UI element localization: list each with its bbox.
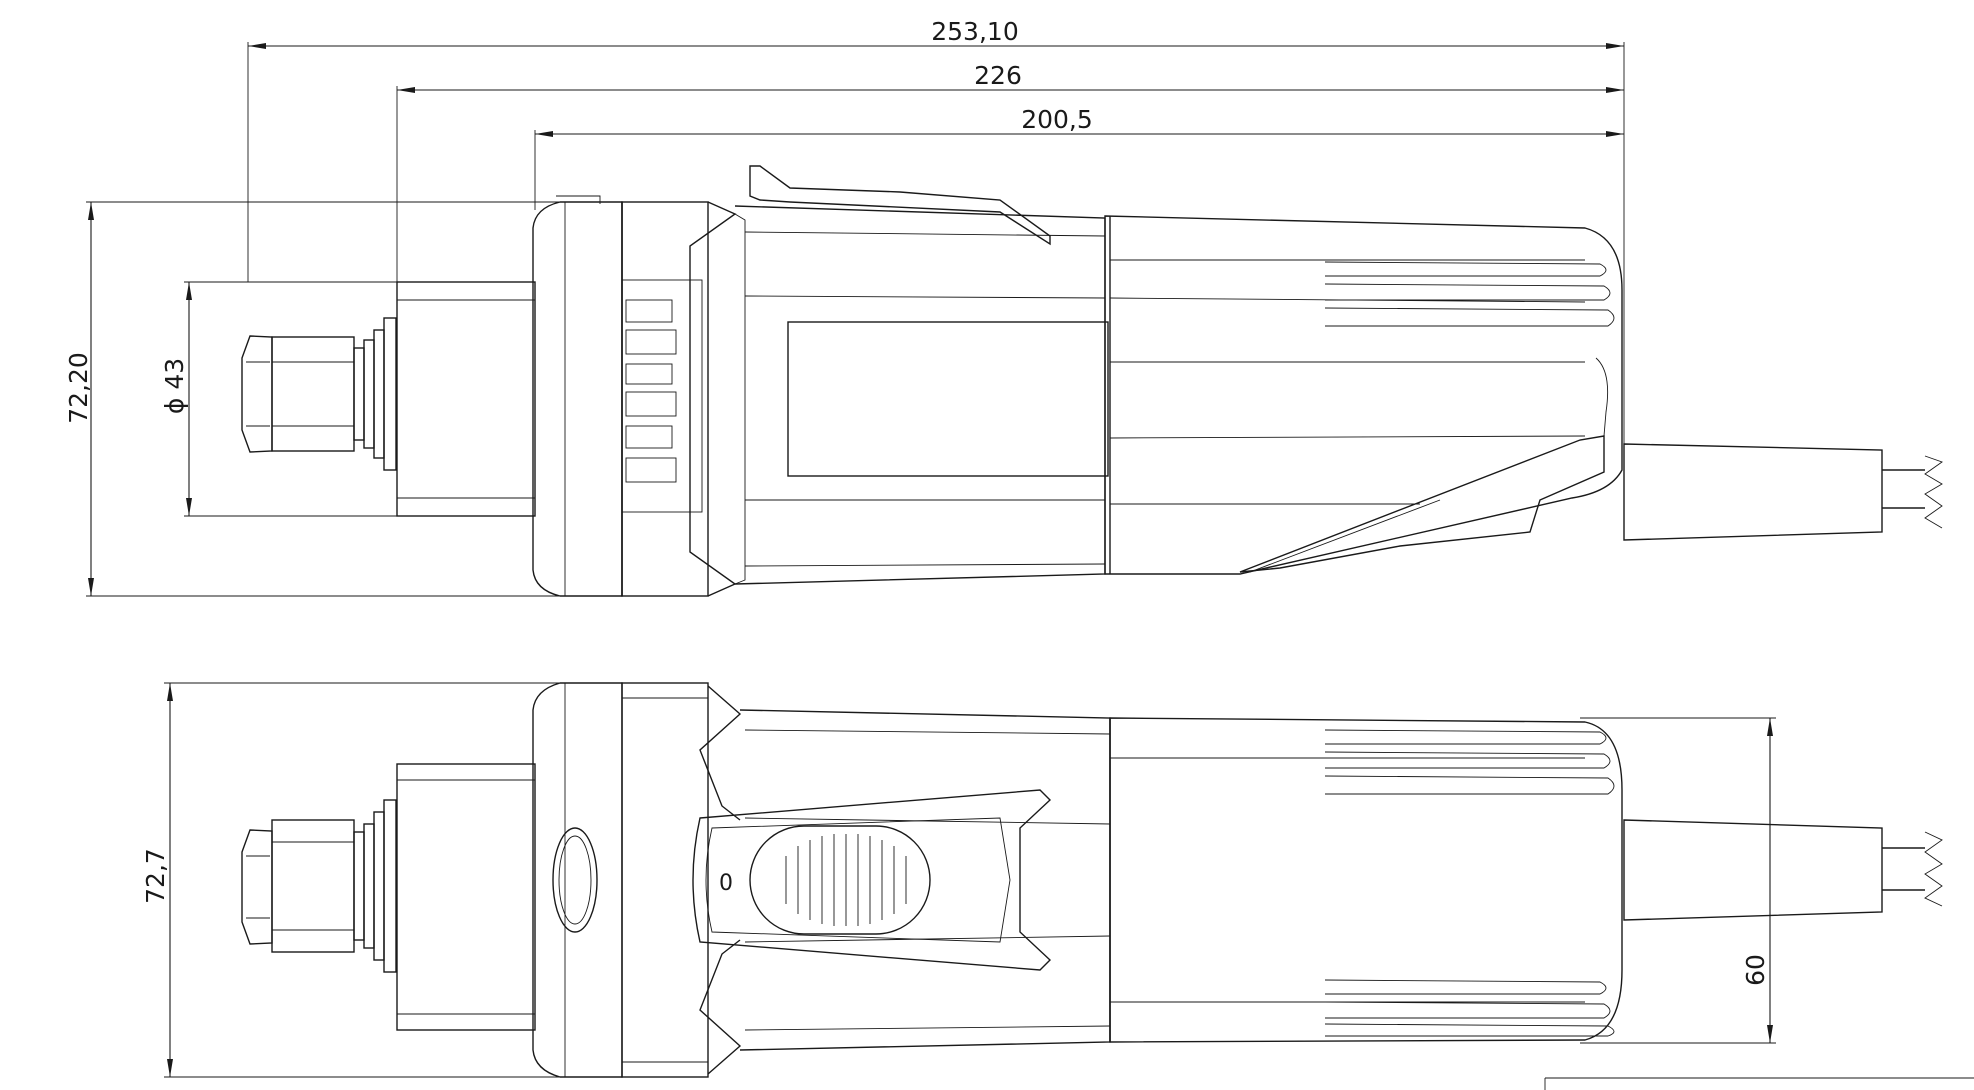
motor-housing bbox=[734, 205, 1109, 585]
dimension-label-side-height: 72,20 bbox=[64, 352, 93, 424]
top-lever bbox=[749, 165, 1051, 246]
shoulder-top bbox=[699, 685, 742, 1075]
dimension-label-overall-length: 253,10 bbox=[931, 17, 1018, 46]
dimension-collar-diameter: ϕ 43 bbox=[160, 281, 400, 517]
dimension-side-height: 72,20 bbox=[64, 201, 560, 597]
front-cap bbox=[532, 195, 623, 597]
dimension-body-length: 200,5 bbox=[534, 105, 1624, 210]
front-collar-top bbox=[396, 763, 536, 1031]
grille-top bbox=[621, 682, 709, 1078]
switch-slider: 0 bbox=[692, 789, 1052, 971]
side-view bbox=[241, 165, 1943, 597]
spindle-thread bbox=[353, 317, 397, 471]
dimension-label-rear-width: 60 bbox=[1741, 954, 1770, 986]
spindle-thread-top bbox=[353, 799, 397, 973]
vent-grille bbox=[621, 201, 709, 597]
dimension-label-collar-diameter: ϕ 43 bbox=[160, 358, 189, 414]
switch-mark-text: 0 bbox=[719, 871, 733, 896]
front-button-top bbox=[552, 827, 598, 933]
dimension-overall-length: 253,10 bbox=[247, 17, 1625, 450]
collet-nut-top bbox=[241, 819, 355, 953]
rear-housing bbox=[1104, 215, 1623, 575]
front-cap-top bbox=[532, 682, 623, 1078]
cable-strain-relief bbox=[1623, 443, 1943, 541]
dimension-rear-width: 60 bbox=[1580, 717, 1776, 1044]
shoulder bbox=[689, 201, 746, 597]
collet-nut bbox=[241, 335, 355, 453]
cable-strain-relief-top bbox=[1623, 819, 1943, 921]
dimension-label-body-length: 200,5 bbox=[1021, 105, 1093, 134]
dimension-top-width: 72,7 bbox=[141, 682, 560, 1078]
dimension-length-to-collar: 226 bbox=[396, 61, 1624, 282]
title-block-corner bbox=[1544, 1077, 1974, 1090]
motor-housing-top bbox=[739, 709, 1111, 1051]
rear-vent-slots bbox=[1324, 261, 1615, 327]
handle-wedge bbox=[1239, 357, 1609, 573]
rear-housing-top bbox=[1109, 717, 1623, 1043]
dimension-label-length-to-collar: 226 bbox=[974, 61, 1022, 90]
dimension-label-top-width: 72,7 bbox=[141, 848, 170, 904]
front-collar bbox=[396, 281, 536, 517]
top-view: 0 bbox=[241, 682, 1943, 1078]
rear-vent-slots-top bbox=[1324, 729, 1615, 1037]
